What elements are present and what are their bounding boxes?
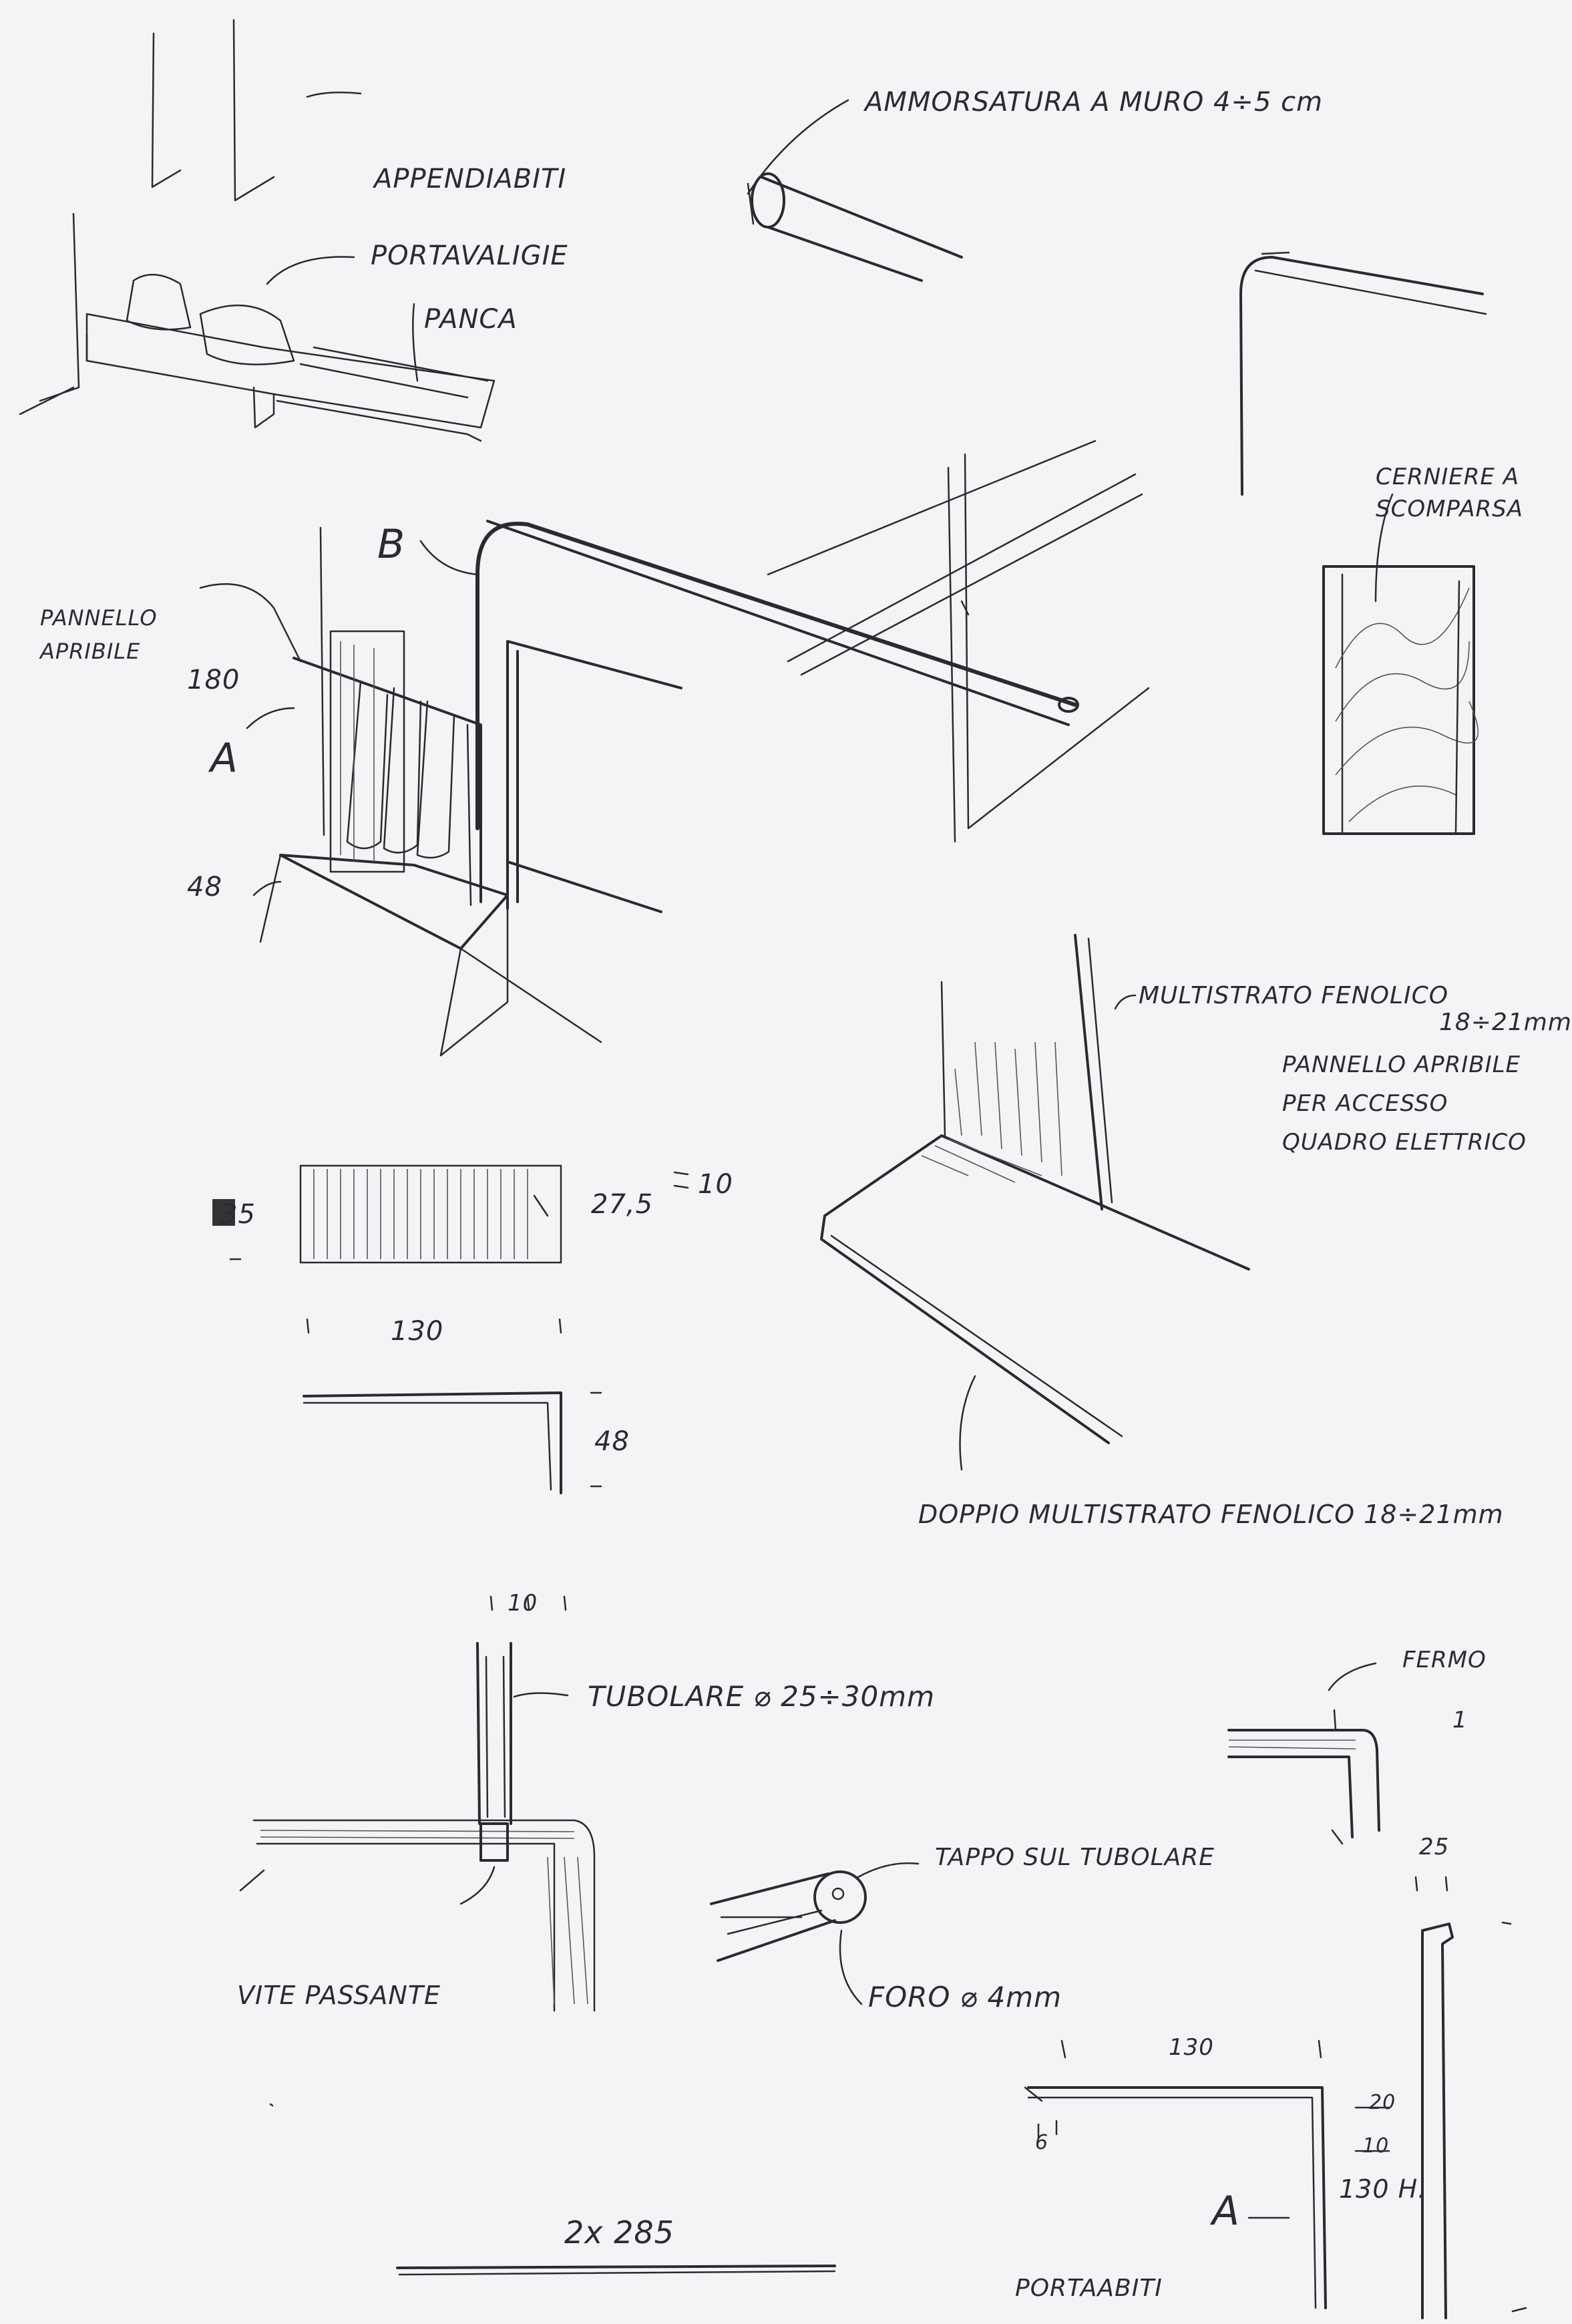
stop-detail-sketch: [1227, 1662, 1380, 1845]
dim-10-tube: 10: [508, 1590, 538, 1617]
wardrobe-sketch: [199, 526, 602, 1057]
panel-perspective-sketch: [820, 934, 1250, 1471]
tube-cap-sketch: [710, 1862, 920, 2005]
label-letter-b: B: [377, 521, 406, 568]
rod-line-sketch: [396, 2265, 836, 2276]
label-portavaligie: PORTAVALIGIE: [371, 240, 568, 271]
label-ammorsatura: AMMORSATURA A MURO 4÷5 cm: [865, 87, 1324, 118]
dim-27-5: 27,5: [591, 1189, 654, 1220]
dim-48-plan: 48: [594, 1426, 630, 1457]
hinged-panel-sketch: [1322, 493, 1479, 835]
clothes-rack-sketch: [1024, 1876, 1527, 2319]
label-tappo: TAPPO SUL TUBOLARE: [935, 1844, 1215, 1871]
label-letter-a: A: [210, 735, 239, 782]
dim-180: 180: [187, 665, 240, 695]
label-cerniere: CERNIERE A SCOMPARSA: [1376, 464, 1523, 522]
plan-view-sketch: [212, 1164, 689, 1494]
label-portaabiti: PORTAABITI: [1015, 2275, 1163, 2302]
label-fermo: FERMO: [1402, 1647, 1487, 1673]
tube-joint-sketch: [239, 1595, 596, 2012]
stray-mark: [269, 2103, 274, 2107]
dim-25: 25: [1419, 1834, 1450, 1860]
label-multistrato-size: 18÷21mm: [1439, 1009, 1572, 1036]
dim-48-side: 48: [187, 872, 222, 902]
dim-1: 1: [1452, 1707, 1468, 1733]
label-tubolare: TUBOLARE ⌀ 25÷30mm: [588, 1680, 936, 1713]
label-pannello-apribile: PANNELLO APRIBILE: [40, 605, 158, 664]
dim-130-height: 130 H.: [1339, 2174, 1427, 2204]
bent-rod-sketch: [419, 440, 1150, 913]
dim-10: 10: [698, 1169, 733, 1200]
label-multistrato: MULTISTRATO FENOLICO: [1139, 982, 1449, 1009]
label-doppio-multistrato: DOPPIO MULTISTRATO FENOLICO 18÷21mm: [918, 1500, 1504, 1529]
label-pannello-accesso: PANNELLO APRIBILE PER ACCESSO QUADRO ELE…: [1282, 1051, 1527, 1156]
label-appendiabiti: APPENDIABITI: [374, 164, 567, 194]
label-letter-a-rack: A: [1212, 2188, 1241, 2234]
dim-130-plan: 130: [391, 1316, 444, 1347]
dim-10-rack: 10: [1362, 2134, 1390, 2158]
label-rod-count: 2x 285: [564, 2214, 674, 2251]
dim-6: 6: [1035, 2131, 1049, 2154]
dim-130-rack: 130: [1169, 2034, 1214, 2061]
dim-35: 35: [220, 1199, 256, 1230]
label-panca: PANCA: [424, 304, 518, 335]
wall-anchor-sketch: [747, 99, 963, 282]
dim-20: 20: [1369, 2091, 1396, 2114]
label-foro: FORO ⌀ 4mm: [868, 1981, 1062, 2013]
bench-sketch: [19, 19, 496, 442]
label-vite-passante: VITE PASSANTE: [237, 1981, 441, 2010]
corner-rod-sketch: [1239, 251, 1487, 496]
